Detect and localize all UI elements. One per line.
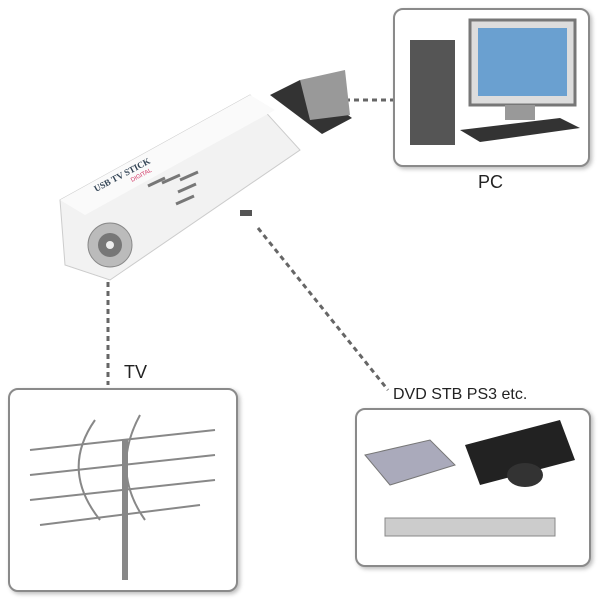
antenna-icon: [29, 414, 216, 580]
pc-icon: [410, 18, 580, 145]
dvd-connector-line: [256, 227, 390, 391]
dvd-label: DVD STB PS3 etc.: [393, 386, 528, 403]
pc-label: PC: [478, 172, 504, 192]
dvd-devices-icon: [364, 420, 575, 537]
usb-tv-stick: [59, 70, 352, 281]
tv-label: TV: [124, 362, 148, 382]
